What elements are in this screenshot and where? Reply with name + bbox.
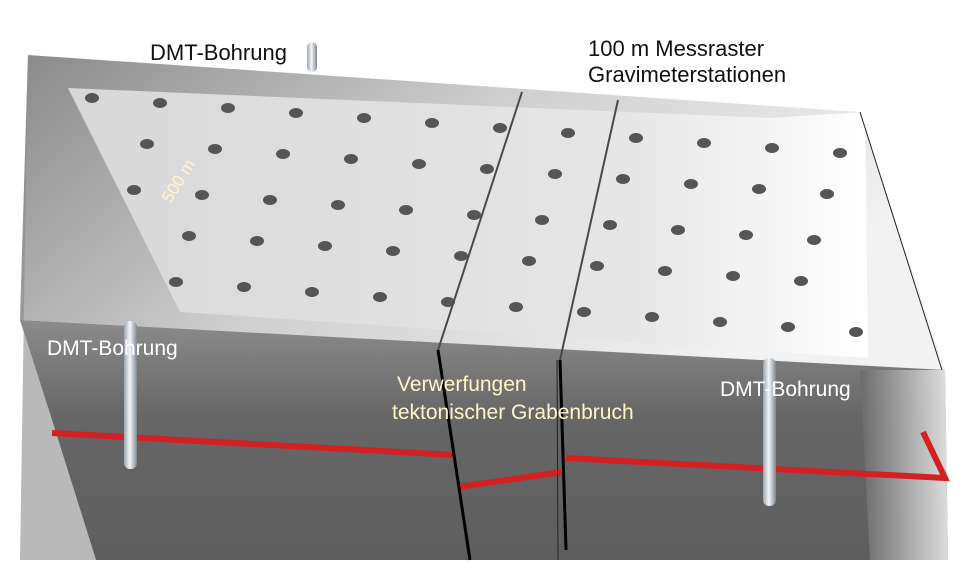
station-dot xyxy=(454,251,468,261)
station-dot xyxy=(603,220,617,230)
station-dot xyxy=(140,139,154,149)
station-dot xyxy=(357,113,371,123)
block-left-face xyxy=(20,55,96,560)
borehole-top xyxy=(307,42,317,72)
station-dot xyxy=(820,189,834,199)
station-dot xyxy=(237,282,251,292)
grid-plane xyxy=(68,88,868,358)
borehole-label-left: DMT-Bohrung xyxy=(47,337,178,360)
fault-label-line1: Verwerfungen xyxy=(397,373,527,396)
station-dot xyxy=(697,138,711,148)
grid-label-line1: 100 m Messraster xyxy=(588,36,765,61)
station-dot xyxy=(561,128,575,138)
station-dot xyxy=(849,327,863,337)
station-dot xyxy=(386,246,400,256)
station-dot xyxy=(509,302,523,312)
geological-layer-graben xyxy=(457,469,563,490)
station-dot xyxy=(480,164,494,174)
borehole-left xyxy=(124,321,137,469)
station-dot xyxy=(250,236,264,246)
fault-line-top-2 xyxy=(559,99,619,361)
station-dot xyxy=(344,154,358,164)
station-dot xyxy=(658,266,672,276)
station-dot xyxy=(399,205,413,215)
station-dot xyxy=(85,93,99,103)
grid-label-line2: Gravimeterstationen xyxy=(588,62,787,87)
station-dot xyxy=(441,297,455,307)
station-dot xyxy=(684,179,698,189)
fault-label-line2: tektonischer Grabenbruch xyxy=(392,401,634,424)
station-dot xyxy=(493,123,507,133)
station-dot xyxy=(739,230,753,240)
station-dot xyxy=(425,118,439,128)
station-dot xyxy=(535,215,549,225)
plane-edge-line xyxy=(859,111,943,371)
station-dot xyxy=(208,144,222,154)
station-dot xyxy=(412,159,426,169)
station-dot xyxy=(373,292,387,302)
block-right-face xyxy=(860,370,948,560)
geological-layer-left xyxy=(51,430,456,458)
borehole-label-top: DMT-Bohrung xyxy=(150,40,287,65)
station-dot xyxy=(169,277,183,287)
fault-line-front-2 xyxy=(558,359,568,551)
station-dot xyxy=(289,108,303,118)
fault-line-front-1 xyxy=(436,349,472,561)
station-dot xyxy=(467,210,481,220)
station-dot xyxy=(794,276,808,286)
borehole-right xyxy=(763,358,776,506)
station-dot xyxy=(629,133,643,143)
station-dot xyxy=(182,231,196,241)
station-dot xyxy=(726,271,740,281)
station-dot xyxy=(522,256,536,266)
fault-line-front-2b xyxy=(556,359,559,561)
station-dot xyxy=(752,184,766,194)
station-dot xyxy=(331,200,345,210)
station-dot xyxy=(671,225,685,235)
station-dot xyxy=(195,190,209,200)
station-dot xyxy=(645,312,659,322)
fault-line-top-1 xyxy=(437,91,523,351)
station-dot xyxy=(590,261,604,271)
station-dot xyxy=(548,169,562,179)
station-dot xyxy=(833,148,847,158)
station-dot xyxy=(263,195,277,205)
station-dot xyxy=(318,241,332,251)
station-dot xyxy=(221,103,235,113)
station-dot xyxy=(765,143,779,153)
geological-layer-right xyxy=(565,430,950,482)
gravimeter-stations xyxy=(85,93,863,337)
station-dot xyxy=(127,185,141,195)
borehole-label-right: DMT-Bohrung xyxy=(720,378,851,401)
station-dot xyxy=(781,322,795,332)
station-dot xyxy=(807,235,821,245)
station-dot xyxy=(153,98,167,108)
station-dot xyxy=(616,174,630,184)
block-front-face xyxy=(20,320,948,560)
station-dot xyxy=(305,287,319,297)
station-dot xyxy=(713,317,727,327)
station-dot xyxy=(276,149,290,159)
station-dot xyxy=(577,307,591,317)
